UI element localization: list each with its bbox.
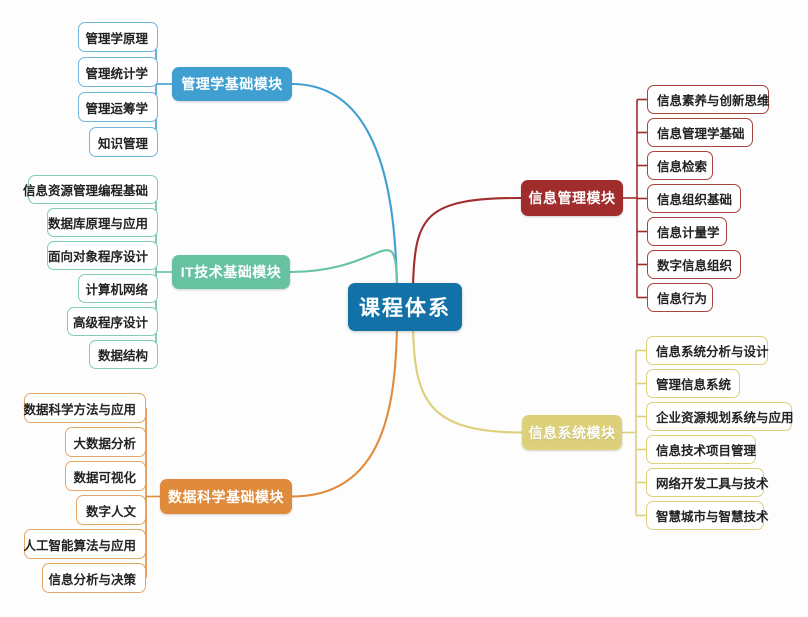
node-label: 信息检索	[657, 160, 708, 174]
node-label: 数据科学方法与应用	[23, 402, 136, 417]
leaf-node-数据可视化[interactable]: 数据可视化	[65, 461, 146, 491]
node-label: 信息分析与决策	[48, 572, 136, 587]
node-label: 高级程序设计	[72, 316, 148, 330]
node-label: 信息管理模块	[528, 190, 616, 206]
leaf-node-计算机网络[interactable]: 计算机网络	[78, 274, 158, 303]
leaf-node-信息系统分析与设计[interactable]: 信息系统分析与设计	[646, 336, 769, 365]
connector-root-to-infosystem	[411, 327, 524, 434]
node-label: 网络开发工具与技术	[656, 477, 769, 491]
node-label: 大数据分析	[73, 436, 136, 451]
node-label: 信息管理学基础	[657, 127, 745, 141]
leaf-node-信息计量学[interactable]: 信息计量学	[647, 217, 727, 246]
leaf-node-企业资源规划系统与应用[interactable]: 企业资源规划系统与应用	[646, 402, 794, 431]
leaf-node-信息行为[interactable]: 信息行为	[647, 283, 713, 312]
root-node-课程体系[interactable]: 课程体系	[348, 283, 462, 331]
node-label: 面向对象程序设计	[47, 250, 148, 264]
node-label: 信息系统分析与设计	[656, 345, 769, 359]
leaf-node-管理统计学[interactable]: 管理统计学	[78, 57, 158, 87]
node-label: 数字信息组织	[657, 259, 733, 273]
node-label: 信息计量学	[657, 226, 720, 240]
leaf-node-数据结构[interactable]: 数据结构	[89, 340, 158, 369]
leaf-node-高级程序设计[interactable]: 高级程序设计	[67, 307, 158, 336]
node-label: 管理学基础模块	[181, 76, 283, 92]
connector-root-to-infomanagement	[411, 196, 523, 287]
node-label: 信息技术项目管理	[656, 444, 757, 458]
module-node-datascience[interactable]: 数据科学基础模块	[160, 479, 292, 514]
node-label: 计算机网络	[85, 283, 148, 297]
node-label: 信息资源管理编程基础	[22, 184, 148, 198]
node-label: 企业资源规划系统与应用	[656, 411, 794, 425]
node-label: 数字人文	[85, 504, 136, 519]
node-label: 数据科学基础模块	[168, 488, 284, 505]
leaf-node-网络开发工具与技术[interactable]: 网络开发工具与技术	[646, 468, 769, 497]
leaf-node-大数据分析[interactable]: 大数据分析	[65, 427, 146, 457]
node-label: 数据可视化	[73, 470, 136, 485]
node-label: 管理信息系统	[656, 378, 732, 392]
node-label: 管理运筹学	[85, 101, 148, 116]
leaf-node-面向对象程序设计[interactable]: 面向对象程序设计	[47, 241, 158, 270]
node-label: 信息系统模块	[528, 424, 616, 441]
connector-root-to-management	[290, 82, 399, 287]
leaf-node-信息素养与创新思维[interactable]: 信息素养与创新思维	[647, 85, 770, 114]
node-label: 课程体系	[359, 297, 451, 320]
leaf-node-信息管理学基础[interactable]: 信息管理学基础	[647, 118, 753, 147]
node-label: 信息组织基础	[657, 193, 733, 207]
leaf-node-数字信息组织[interactable]: 数字信息组织	[647, 250, 741, 279]
node-label: 知识管理	[97, 136, 148, 151]
leaf-node-人工智能算法与应用[interactable]: 人工智能算法与应用	[23, 529, 146, 559]
leaf-node-管理学原理[interactable]: 管理学原理	[78, 22, 158, 52]
module-node-infosystem[interactable]: 信息系统模块	[522, 415, 622, 450]
leaf-node-数据库原理与应用[interactable]: 数据库原理与应用	[47, 208, 158, 237]
node-label: 人工智能算法与应用	[23, 538, 136, 553]
module-node-infomanagement[interactable]: 信息管理模块	[521, 180, 623, 216]
leaf-node-信息组织基础[interactable]: 信息组织基础	[647, 184, 741, 213]
leaf-node-管理信息系统[interactable]: 管理信息系统	[646, 369, 740, 398]
node-label: 信息素养与创新思维	[657, 94, 770, 108]
module-node-management[interactable]: 管理学基础模块	[172, 67, 292, 101]
module-node-it[interactable]: IT技术基础模块	[172, 255, 290, 289]
leaf-node-信息检索[interactable]: 信息检索	[647, 151, 713, 180]
node-label: 管理统计学	[85, 66, 148, 81]
leaf-node-信息分析与决策[interactable]: 信息分析与决策	[42, 563, 146, 593]
node-label: 智慧城市与智慧技术	[656, 510, 769, 524]
leaf-node-信息技术项目管理[interactable]: 信息技术项目管理	[646, 435, 756, 464]
leaf-node-数字人文[interactable]: 数字人文	[76, 495, 146, 525]
leaf-node-数据科学方法与应用[interactable]: 数据科学方法与应用	[23, 393, 146, 423]
connector-root-to-datascience	[290, 327, 399, 498]
node-label: 管理学原理	[85, 31, 148, 46]
node-label: 数据结构	[97, 349, 148, 363]
leaf-node-管理运筹学[interactable]: 管理运筹学	[78, 92, 158, 122]
node-label: IT技术基础模块	[180, 264, 282, 280]
node-label: 数据库原理与应用	[47, 217, 148, 231]
node-label: 信息行为	[657, 292, 708, 306]
leaf-node-智慧城市与智慧技术[interactable]: 智慧城市与智慧技术	[646, 501, 769, 530]
leaf-node-知识管理[interactable]: 知识管理	[89, 127, 158, 157]
connector-root-to-it	[288, 249, 399, 287]
leaf-node-信息资源管理编程基础[interactable]: 信息资源管理编程基础	[23, 175, 158, 204]
